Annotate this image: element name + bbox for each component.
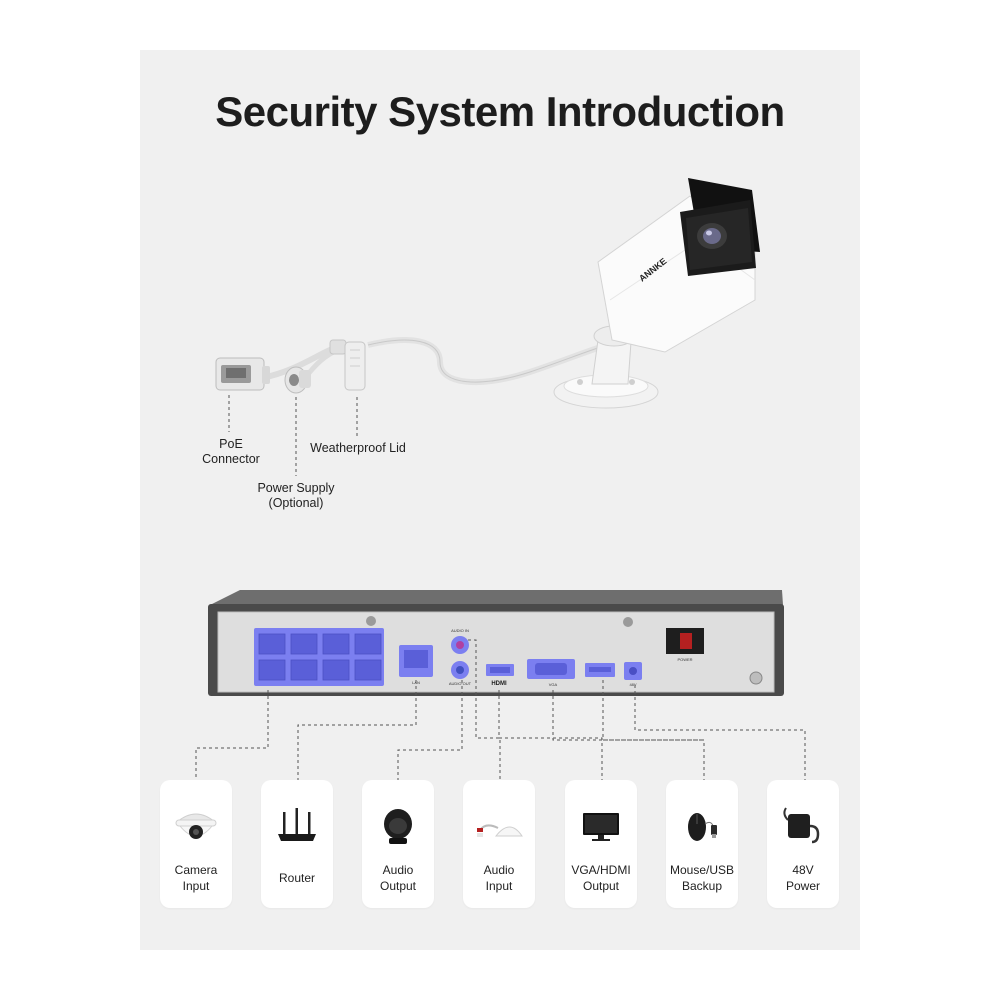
device-card-vga-hdmi-output: VGA/HDMI Output — [565, 780, 637, 908]
power-adapter-icon — [783, 807, 820, 844]
router-icon — [278, 808, 316, 841]
svg-text:POWER: POWER — [677, 657, 692, 662]
device-label: Router — [278, 871, 316, 885]
svg-text:48V: 48V — [629, 682, 636, 687]
device-label: VGA/HDMI Output — [571, 863, 631, 893]
svg-text:AUDIO IN: AUDIO IN — [451, 628, 469, 633]
power-supply-label: Power Supply (Optional) — [257, 481, 335, 510]
page-title: Security System Introduction — [215, 88, 785, 135]
dome-camera-icon — [175, 813, 217, 839]
weatherproof-lid-icon — [329, 339, 366, 391]
device-card-audio-output: Audio Output — [362, 780, 434, 908]
microphone-icon — [477, 824, 523, 837]
device-card-router: Router — [261, 780, 333, 908]
power-jack-icon — [284, 366, 311, 394]
poe-ports-block — [254, 628, 384, 686]
poe-connector-icon — [215, 357, 270, 391]
device-label: Audio Output — [379, 863, 417, 893]
device-card-audio-input: Audio Input — [463, 780, 535, 908]
device-card-camera-input: Camera Input — [160, 780, 232, 908]
device-card-mouse-usb: Mouse/USB Backup — [666, 780, 738, 908]
svg-text:AUDIO OUT: AUDIO OUT — [449, 681, 472, 686]
nvr-recorder: LAN AUDIO IN AUDIO OUT HDMI VGA 48V POWE… — [208, 590, 784, 696]
speaker-icon — [384, 809, 412, 844]
poe-connector-label: PoE Connector — [202, 437, 260, 466]
device-label: Camera Input — [174, 863, 218, 893]
bullet-camera-icon: ANNKE — [553, 178, 760, 409]
device-label: Mouse/USB Backup — [669, 863, 735, 893]
monitor-icon — [583, 813, 619, 841]
svg-text:HDMI: HDMI — [491, 681, 507, 687]
device-label: Audio Input — [483, 863, 515, 893]
device-card-48v-power: 48V Power — [767, 780, 839, 908]
camera-cable — [261, 337, 599, 385]
mouse-icon — [688, 813, 717, 841]
device-label: 48V Power — [785, 863, 820, 893]
weatherproof-lid-label: Weatherproof Lid — [310, 441, 406, 455]
svg-text:VGA: VGA — [549, 682, 558, 687]
connection-lines — [195, 639, 806, 780]
